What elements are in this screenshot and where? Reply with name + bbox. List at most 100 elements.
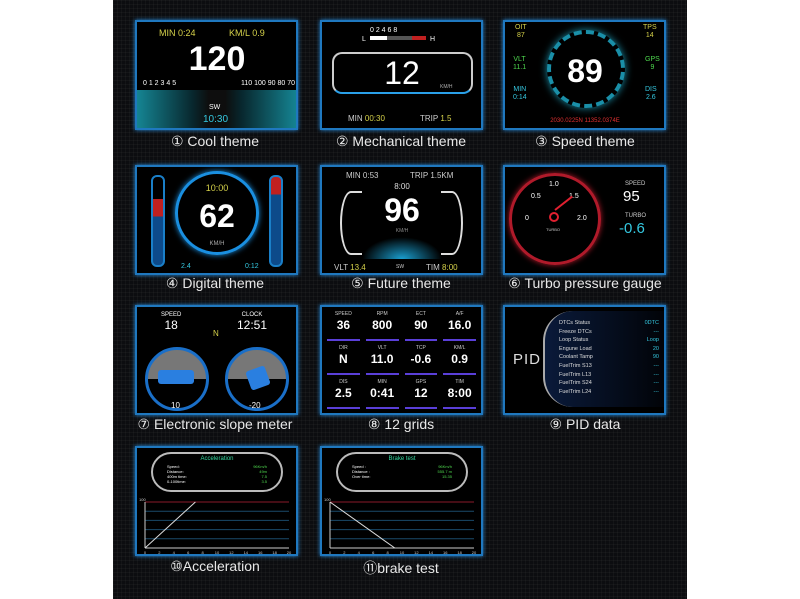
- pid-row: FuelTrim S13---: [559, 362, 659, 371]
- speed-theme-caption: ③ Speed theme: [535, 133, 635, 149]
- speed-label: SPEED: [161, 312, 182, 318]
- pid-title: PID: [513, 351, 542, 368]
- pid-value: 0DTC: [644, 320, 659, 326]
- turbo-dial: [509, 173, 601, 265]
- tps-value: 14: [645, 32, 654, 39]
- twelve-grids-caption: ⑧ 12 grids: [367, 416, 435, 432]
- speed-value: 62: [199, 198, 235, 234]
- x-tick-label: 18: [272, 550, 277, 555]
- tick-1-0: 1.0: [549, 181, 559, 188]
- x-tick-label: 6: [187, 550, 190, 555]
- grid-cell-label: RPM: [376, 311, 388, 317]
- trip-label: TRIP: [410, 171, 429, 180]
- speed-value: 120: [188, 40, 246, 78]
- speed-label: SPEED: [625, 181, 646, 187]
- y-max-label: 100: [139, 497, 146, 502]
- grid-cell-label: ECT: [415, 311, 426, 317]
- test-row-key: 0-100time:: [167, 479, 186, 484]
- test-row: Distance:49m: [167, 469, 267, 474]
- roll-gauge: [225, 347, 289, 411]
- pitch-gauge: [145, 347, 209, 411]
- scale-left: 0 1 2 3 4 5: [143, 80, 177, 87]
- pid-frame: [543, 311, 664, 407]
- digital-theme-tile[interactable]: 10:00 62 KM/H 2.4 0:12: [135, 165, 298, 275]
- grid-cell-label: DIR: [339, 345, 348, 351]
- x-tick-label: 0: [329, 550, 332, 555]
- min-label: MIN: [159, 28, 176, 38]
- pid-data-caption: ⑨ PID data: [549, 416, 621, 432]
- test-row-value: 96Km/h: [438, 464, 452, 469]
- x-tick-label: 20: [472, 550, 477, 555]
- pid-value: 90: [652, 354, 659, 361]
- oit-label: OIT: [515, 24, 527, 31]
- vlt-label: VLT: [334, 263, 348, 272]
- test-title: Brake test: [388, 456, 416, 462]
- digital-theme-caption: ④ Digital theme: [165, 275, 265, 291]
- min-label: MIN: [513, 86, 527, 93]
- x-tick-label: 6: [372, 550, 375, 555]
- tim-value: 8:00: [442, 263, 458, 272]
- scale-right: 110 100 90 80 70: [241, 80, 295, 87]
- acceleration-caption: ⑩Acceleration: [170, 558, 260, 574]
- x-tick-label: 8: [386, 550, 389, 555]
- x-tick-label: 8: [201, 550, 204, 555]
- trip-label: TRIP: [420, 114, 439, 123]
- x-tick-label: 14: [429, 550, 434, 555]
- future-theme-tile[interactable]: MIN 0:53 TRIP 1.5KM 8:00 96 KM/H VLT 13.…: [320, 165, 483, 275]
- mechanical-theme-tile[interactable]: 0 2 4 6 8 L H 12 KM/H MIN 00:30 TRIP 1.5: [320, 20, 483, 130]
- right-bar-gauge: [269, 175, 283, 267]
- x-tick-label: 20: [287, 550, 292, 555]
- turbo-value: -0.6: [619, 220, 645, 237]
- dis-value: 2.6: [645, 94, 656, 101]
- clock-label: CLOCK: [241, 312, 263, 318]
- turbo-gauge-tile[interactable]: 0 0.5 1.0 1.5 2.0 TURBO SPEED 95 TURBO -…: [503, 165, 666, 275]
- test-row: Distance : 555.7 m: [352, 469, 452, 474]
- x-tick-label: 10: [400, 550, 405, 555]
- speed-value: 96: [384, 192, 420, 228]
- x-tick-label: 18: [457, 550, 462, 555]
- pid-value: 20: [652, 345, 659, 352]
- needle-hub: [549, 212, 559, 222]
- grid-cell-value: 90: [414, 318, 428, 332]
- tick-0-5: 0.5: [531, 193, 541, 200]
- pid-value: ---: [653, 380, 660, 387]
- speed-dial: [547, 30, 625, 108]
- test-row-key: 400m time:: [167, 474, 187, 479]
- pid-value: Loop: [646, 337, 659, 344]
- test-row-value: 15.35: [441, 474, 452, 479]
- x-tick-label: 4: [358, 550, 361, 555]
- low-label: L: [362, 36, 366, 43]
- grid-cell-value: 11.0: [370, 352, 394, 366]
- unit-label: KM/H: [209, 241, 225, 247]
- test-row-key: Distance :: [352, 469, 370, 474]
- pid-value: ---: [653, 362, 660, 369]
- roll-angle: -20: [249, 401, 261, 410]
- kml-label: KM/L: [229, 28, 250, 38]
- pid-key: Loop Status: [559, 337, 589, 344]
- cool-theme-tile[interactable]: MIN 0:24 KM/L 0.9 120 0 1 2 3 4 5 110 10…: [135, 20, 298, 130]
- tim-label: TIM: [426, 263, 440, 272]
- pid-key: FuelTrim L13: [559, 371, 592, 378]
- future-theme-caption: ⑤ Future theme: [351, 275, 451, 291]
- x-tick-label: 4: [173, 550, 176, 555]
- gauge-scale: 0 2 4 6 8: [370, 27, 398, 34]
- compass: N: [213, 329, 219, 338]
- tps-label: TPS: [643, 24, 657, 31]
- test-row-value: 555.7 m: [437, 469, 452, 474]
- grid-cell-label: SPEED: [334, 311, 352, 317]
- test-row-value: 7.5: [261, 474, 267, 479]
- grid-cell-label: MIN: [377, 379, 387, 385]
- speed-ring: [175, 171, 259, 255]
